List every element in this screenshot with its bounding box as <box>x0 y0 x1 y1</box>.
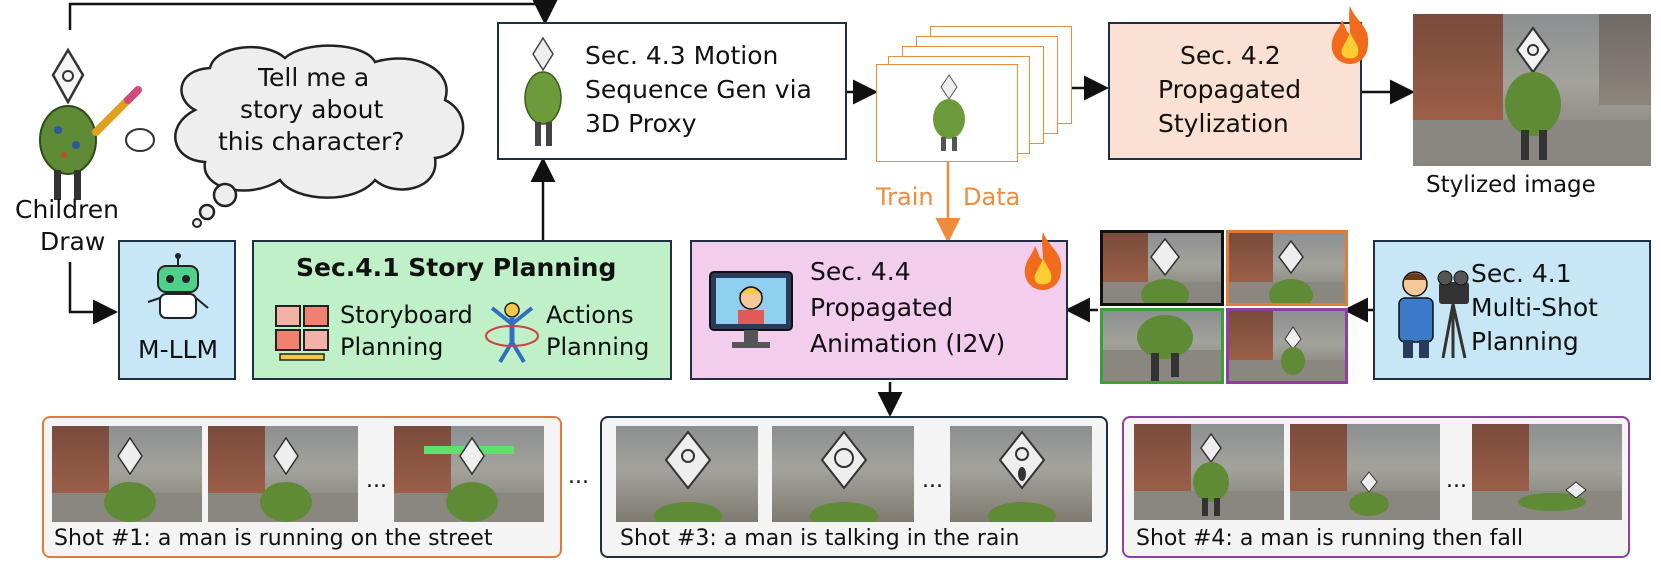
grid-shot-4 <box>1226 308 1348 384</box>
cameraman-icon <box>1398 270 1469 359</box>
shot1-frame-1 <box>52 426 202 522</box>
arrow-child-to-motion <box>68 0 558 30</box>
shot3-frame-1 <box>616 426 758 522</box>
actions-label-2: Planning <box>546 333 650 361</box>
storyboard-label-2: Planning <box>340 333 444 361</box>
grid-shot-2 <box>1226 230 1348 306</box>
children-draw-line-2: Draw <box>40 227 106 256</box>
between-shots-ellipsis: ... <box>568 464 589 489</box>
stylization-line-3: Stylization <box>1158 109 1289 138</box>
shot-panel-3: ... Shot #4: a man is running then fall <box>1122 416 1630 558</box>
storyboard-label-1: Storyboard <box>340 301 473 329</box>
stylization-line-2: Propagated <box>1158 75 1302 104</box>
robot-icon <box>147 253 209 319</box>
actions-label-1: Actions <box>546 301 634 329</box>
stylized-image-label: Stylized image <box>1426 172 1596 198</box>
shot1-ellipsis: ... <box>366 468 387 493</box>
motion-line-3: 3D Proxy <box>585 109 697 138</box>
animation-line-2: Propagated <box>810 293 954 322</box>
shot-panel-2: ... Shot #3: a man is talking in the rai… <box>600 416 1108 558</box>
story-planning-box: Sec.4.1 Story Planning Storyboard Planni… <box>252 240 672 380</box>
stylization-line-1: Sec. 4.2 <box>1180 41 1281 70</box>
fire-icon <box>1331 6 1369 64</box>
multishot-line-3: Planning <box>1471 327 1579 356</box>
animation-box: Sec. 4.4 Propagated Animation (I2V) <box>690 240 1068 380</box>
shot4-frame-1 <box>1134 424 1284 520</box>
multishot-line-2: Multi-Shot <box>1471 293 1598 322</box>
animation-line-1: Sec. 4.4 <box>810 257 911 286</box>
character-3d-icon <box>524 36 562 146</box>
shot4-frame-3 <box>1472 424 1622 520</box>
shot3-frame-2 <box>772 426 914 522</box>
shot4-caption: Shot #4: a man is running then fall <box>1136 526 1524 551</box>
shot1-frame-3 <box>394 426 544 522</box>
grid-shot-3 <box>1100 308 1224 384</box>
shot-panel-1: ... Shot #1: a man is running on the str… <box>42 416 562 558</box>
frame-character-icon <box>933 74 965 151</box>
child-drawing-icon <box>39 47 155 200</box>
shot3-caption: Shot #3: a man is talking in the rain <box>620 526 1020 551</box>
story-planning-title: Sec.4.1 Story Planning <box>296 253 617 282</box>
actions-icon <box>485 302 539 364</box>
children-draw-line-1: Children <box>15 195 120 224</box>
shot4-ellipsis: ... <box>1446 468 1467 493</box>
multishot-line-1: Sec. 4.1 <box>1471 259 1572 288</box>
shot3-ellipsis: ... <box>922 468 943 493</box>
train-label: Train <box>876 183 934 211</box>
grid-shot-1 <box>1100 230 1224 306</box>
fire-icon <box>1024 232 1062 290</box>
stylized-image <box>1413 14 1651 166</box>
stylization-box: Sec. 4.2 Propagated Stylization <box>1108 22 1362 160</box>
bubble-line-2: story about <box>240 95 384 124</box>
shot4-frame-2 <box>1290 424 1440 520</box>
multishot-box: Sec. 4.1 Multi-Shot Planning <box>1373 240 1651 380</box>
shot1-frame-2 <box>208 426 358 522</box>
mllm-label: M-LLM <box>138 335 219 364</box>
mllm-box: M-LLM <box>118 240 236 380</box>
storyboard-icon <box>275 305 329 361</box>
data-label: Data <box>963 183 1021 211</box>
bubble-line-1: Tell me a <box>258 63 370 92</box>
arrow-child-to-mllm <box>68 262 118 325</box>
bubble-line-3: this character? <box>218 127 405 156</box>
monitor-icon <box>709 271 793 348</box>
shot1-caption: Shot #1: a man is running on the street <box>54 526 493 551</box>
motion-line-2: Sequence Gen via <box>585 75 812 104</box>
thought-bubble-shape <box>174 44 465 228</box>
shot3-frame-3 <box>950 426 1092 522</box>
motion-frames-stack <box>876 26 1076 162</box>
animation-line-3: Animation (I2V) <box>810 329 1006 358</box>
motion-box: Sec. 4.3 Motion Sequence Gen via 3D Prox… <box>497 22 847 160</box>
motion-line-1: Sec. 4.3 Motion <box>585 41 779 70</box>
